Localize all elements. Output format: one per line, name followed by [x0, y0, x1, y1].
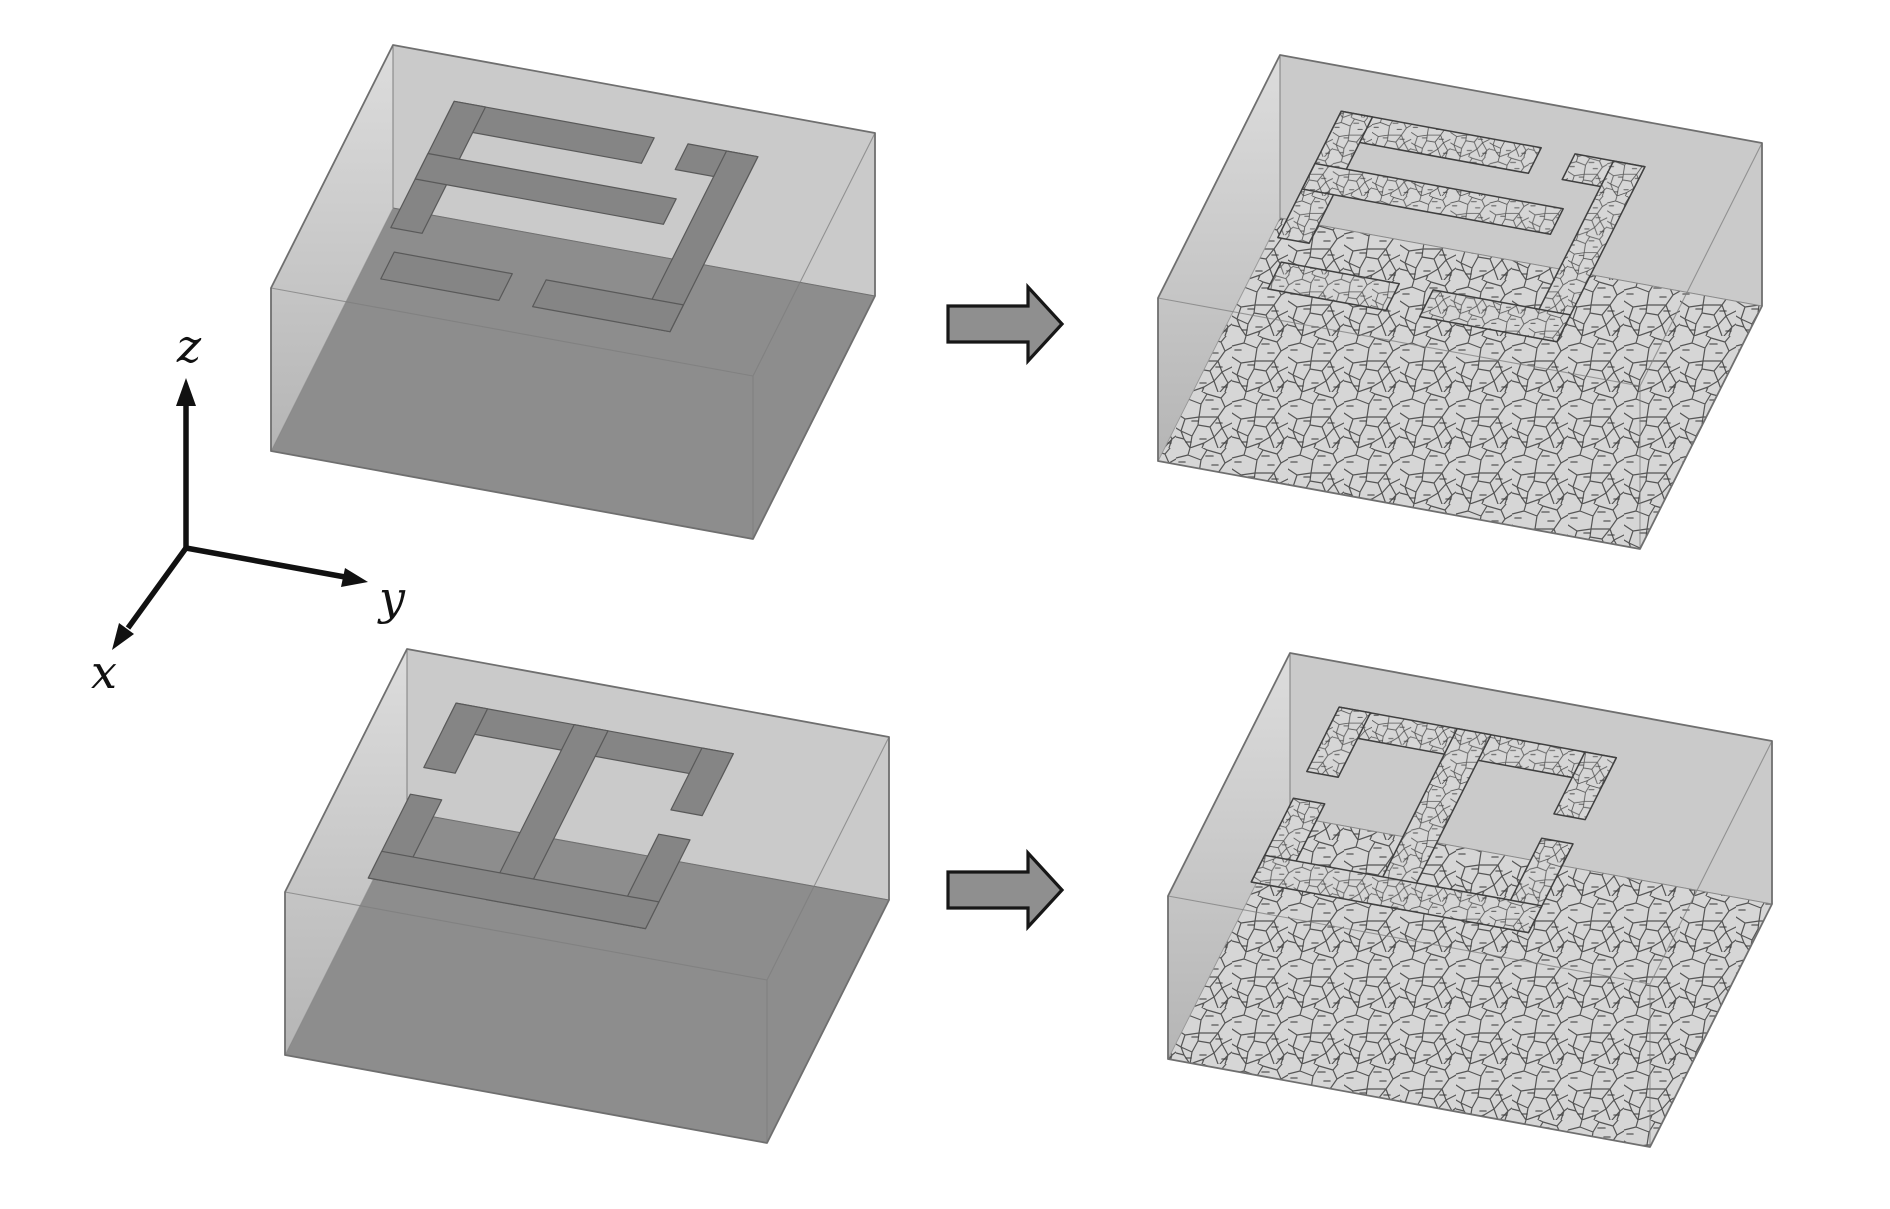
pattern-strip: [423, 702, 489, 774]
box-transparent-edges: [1167, 653, 1773, 1147]
box-outline: [1157, 54, 1763, 550]
y-axis-arrowhead-icon: [341, 568, 368, 587]
resonator-pattern-A-meshed: [1267, 110, 1646, 343]
pattern-strip: [670, 747, 734, 817]
pattern-strip: [531, 279, 685, 333]
pattern-strip: [1250, 854, 1543, 934]
model-to-mesh-arrow-icon-2: [946, 848, 1065, 932]
unit-cell-panels: [270, 44, 1773, 1148]
axis-label-y: y: [377, 571, 406, 625]
pattern-strip: [1418, 289, 1572, 343]
pattern-strip: [1301, 162, 1564, 236]
pattern-strip: [414, 152, 677, 225]
pattern-strip: [1267, 261, 1401, 312]
box-outline: [270, 44, 876, 540]
transform-arrows: [946, 282, 1065, 932]
unit-cell-model-top-left: [270, 44, 876, 540]
unit-cell-mesh-top-right: [1157, 54, 1763, 550]
x-axis-line: [125, 546, 189, 630]
axis-label-x: x: [91, 645, 117, 699]
pattern-strip: [380, 251, 513, 301]
box-transparent-edges: [284, 649, 890, 1143]
axis-label-z: z: [176, 319, 202, 373]
model-to-mesh-arrow-icon-1: [946, 282, 1065, 366]
pattern-strip: [1306, 706, 1372, 778]
x-axis-arrowhead-icon: [112, 623, 134, 650]
pattern-strip: [367, 850, 660, 930]
resonator-pattern-B: [367, 702, 734, 930]
unit-cell-mesh-bottom-right: [1167, 652, 1773, 1148]
y-axis-line: [185, 545, 346, 580]
unit-cell-model-bottom-left: [284, 648, 890, 1144]
box-outline: [284, 648, 890, 1144]
pattern-strip: [1553, 751, 1618, 821]
box-outline: [1167, 652, 1773, 1148]
box-transparent-edges: [270, 45, 876, 539]
box-transparent-edges: [1157, 55, 1763, 549]
coordinate-axes: z y x: [91, 319, 406, 699]
resonator-pattern-B-meshed: [1250, 706, 1618, 934]
resonator-pattern-A: [380, 100, 759, 333]
z-axis-arrowhead-icon: [176, 378, 196, 406]
